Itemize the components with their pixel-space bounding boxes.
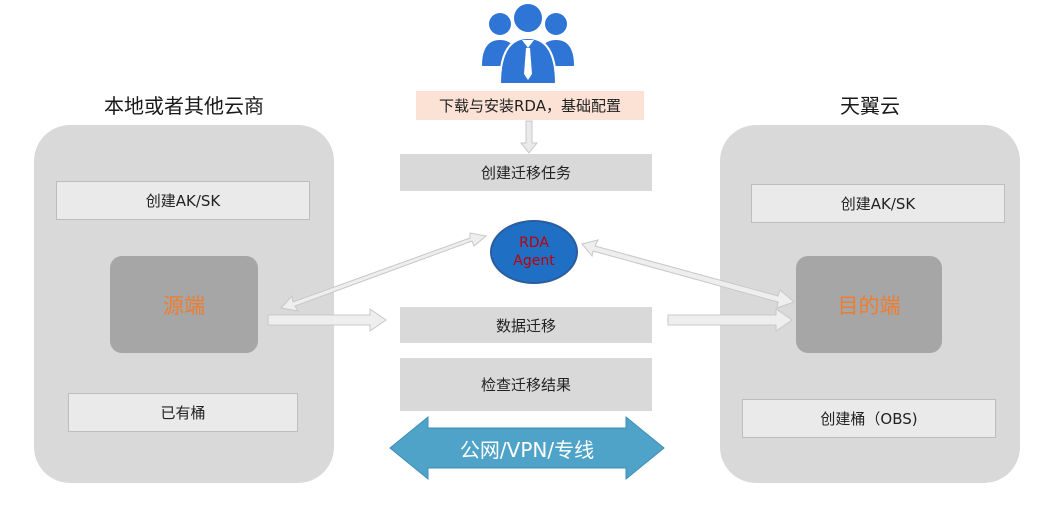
destination-create-aksk-label: 创建AK/SK [840, 195, 916, 213]
destination-create-aksk-box: 创建AK/SK [751, 184, 1005, 223]
rda-agent-node: RDA Agent [490, 220, 578, 284]
rda-agent-line2: Agent [513, 253, 555, 269]
source-node-label: 源端 [163, 293, 205, 318]
rda-agent-line1: RDA [519, 235, 549, 251]
create-task-step: 创建迁移任务 [400, 154, 652, 191]
create-task-step-label: 创建迁移任务 [480, 164, 571, 182]
data-migration-step-label: 数据迁移 [495, 316, 556, 335]
destination-node: 目的端 [796, 256, 942, 353]
source-node: 源端 [110, 256, 258, 353]
destination-bucket-box: 创建桶（OBS) [742, 399, 996, 438]
check-result-step-label: 检查迁移结果 [480, 376, 571, 394]
users-group-icon [478, 0, 578, 86]
source-migration-arrow [267, 308, 387, 332]
migration-destination-arrow [667, 308, 793, 332]
agent-source-arrow [280, 232, 488, 312]
source-create-aksk-label: 创建AK/SK [145, 192, 221, 210]
left-heading: 本地或者其他云商 [104, 94, 264, 118]
install-rda-step: 下载与安装RDA，基础配置 [416, 91, 644, 120]
data-migration-step: 数据迁移 [400, 307, 652, 343]
agent-destination-arrow [581, 239, 795, 309]
install-rda-step-label: 下载与安装RDA，基础配置 [439, 97, 621, 115]
down-arrow [519, 120, 539, 154]
network-double-arrow [389, 415, 665, 481]
destination-bucket-label: 创建桶（OBS) [820, 410, 918, 428]
check-result-step: 检查迁移结果 [400, 358, 652, 411]
source-create-aksk-box: 创建AK/SK [56, 181, 310, 220]
destination-node-label: 目的端 [837, 293, 901, 318]
right-heading: 天翼云 [840, 94, 900, 118]
network-label: 公网/VPN/专线 [459, 437, 595, 462]
source-bucket-label: 已有桶 [160, 404, 206, 422]
source-bucket-box: 已有桶 [68, 393, 298, 432]
